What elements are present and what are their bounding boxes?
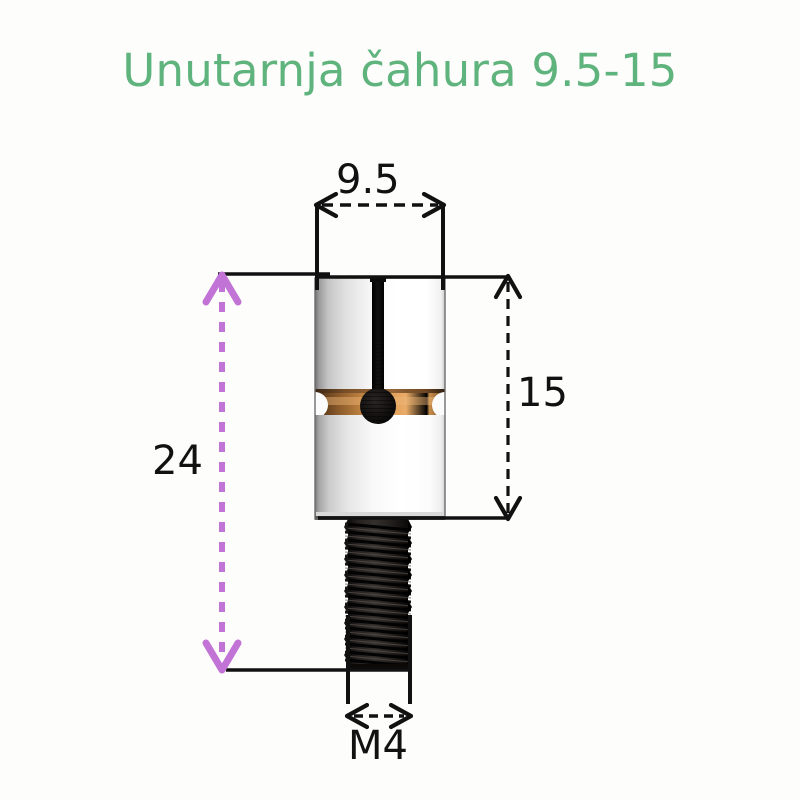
thread-right-flank [407, 519, 412, 669]
cylinder-bottom-lip [316, 512, 444, 519]
thread-crests [345, 522, 411, 668]
dimension-15 [318, 273, 523, 522]
dim-label-thread: M4 [348, 723, 408, 769]
dim-m4-arrow-left [344, 702, 370, 730]
dim-24-arrow-bottom [202, 639, 242, 674]
dimension-24 [202, 271, 410, 674]
page-title: Unutarnja čahura 9.5-15 [122, 44, 678, 97]
cylinder-slot-texture [372, 340, 384, 396]
thread-end-face [346, 664, 410, 670]
dim-95-arrow-right [421, 191, 447, 219]
dim-m4-arrow-right [388, 702, 414, 730]
part-geometry [314, 277, 446, 670]
dim-label-width: 9.5 [336, 157, 400, 203]
dimension-m4 [344, 615, 414, 730]
dim-label-body-height: 15 [517, 370, 568, 416]
cylinder-slot-top-chamfer [370, 278, 386, 282]
slot-root-boss-texture [360, 388, 396, 424]
dim-label-overall-height: 24 [152, 438, 203, 484]
dim-15-arrow-top [493, 273, 523, 300]
left-relief-notch [315, 392, 328, 418]
dim-95-arrow-left [313, 191, 339, 219]
right-relief-notch [432, 392, 445, 418]
cylinder-lower-body [315, 415, 445, 519]
thread-left-flank [344, 519, 349, 669]
dim-15-arrow-bottom [493, 495, 523, 522]
dim-24-arrow-top [202, 271, 242, 306]
